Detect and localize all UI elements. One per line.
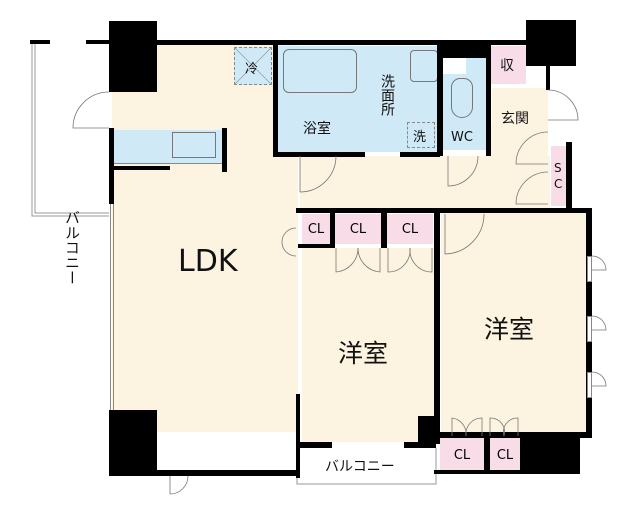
entrance-label: 玄関	[501, 111, 529, 127]
wall-closet-bottom	[298, 244, 334, 248]
wc-label: WC	[451, 130, 473, 145]
bath-room[interactable]	[276, 46, 364, 152]
counter-end	[222, 128, 227, 172]
wall-right-upper	[546, 60, 550, 90]
window-right-1	[587, 256, 592, 282]
wall-room1-bottom	[296, 442, 332, 448]
kitchen-sink	[172, 132, 216, 158]
shoe-closet[interactable]	[551, 146, 567, 206]
western-room-1-label: 洋室	[338, 339, 389, 368]
wall-hall-bottom	[296, 208, 590, 213]
wall-ldk-right-lower	[296, 394, 300, 478]
pillar-top-right	[526, 20, 576, 66]
western-room-1[interactable]	[302, 248, 434, 442]
toilet	[451, 78, 473, 118]
shoe-closet-label: SC	[554, 161, 563, 191]
wall-wc-left	[437, 44, 443, 156]
closet-5[interactable]: CL	[490, 438, 520, 472]
bath-label: 浴室	[303, 121, 331, 137]
entrance[interactable]	[492, 88, 548, 132]
closet-2[interactable]: CL	[335, 214, 381, 244]
balcony-south-label: バルコニー	[325, 459, 395, 475]
wall-wc-right	[486, 44, 491, 156]
wall-rooms-divider	[434, 208, 440, 444]
ldk-label: LDK	[178, 244, 238, 279]
wall-top	[157, 40, 527, 45]
wall-closet-divider1	[330, 212, 335, 248]
closet-4[interactable]: CL	[440, 438, 484, 472]
closet-3[interactable]: CL	[387, 214, 433, 244]
ldk-window-left	[110, 204, 114, 410]
pillar-room1	[418, 416, 436, 444]
ldk-room-bottom	[156, 232, 298, 432]
window-right-3	[587, 372, 592, 398]
wall-bath-left	[273, 44, 278, 156]
kitchen-counter[interactable]	[114, 130, 224, 164]
bathtub	[283, 49, 357, 93]
pillar-bottom-right	[520, 432, 580, 474]
wall-room2-bottom	[434, 432, 592, 438]
wall-sc-right	[566, 142, 572, 210]
washer-label: 洗	[413, 130, 427, 145]
washer-space	[407, 122, 435, 148]
counter-base	[114, 166, 170, 170]
pillar-bottom-left	[109, 410, 157, 476]
storage[interactable]	[490, 46, 526, 84]
washroom-label: 洗面所	[379, 74, 395, 116]
pillar-top-left	[109, 21, 157, 92]
western-room-2[interactable]	[441, 212, 587, 434]
wall-wc-top	[440, 44, 490, 58]
western-room-2-label: 洋室	[484, 315, 535, 344]
wall-right-entrance	[548, 60, 576, 66]
fridge-label: 冷	[245, 62, 259, 77]
hallway-entry	[490, 126, 548, 166]
ldk-room-lower	[112, 168, 298, 232]
wc-tank	[466, 56, 486, 76]
wall-wash-bottom	[400, 152, 440, 157]
storage-label: 収	[500, 58, 514, 74]
wall-closet-bottom2	[434, 470, 580, 474]
wall-left-ldk-upper	[109, 128, 114, 204]
ldk-room-side	[112, 232, 156, 414]
washroom[interactable]	[364, 46, 440, 152]
wall-closet-divider2	[381, 212, 387, 248]
wall-room1-bottom2	[404, 442, 436, 448]
balcony-west-label: バルコニー	[63, 210, 81, 285]
wall-top-left2	[86, 40, 112, 44]
closet-1[interactable]: CL	[302, 214, 330, 244]
wall-bath-bottom	[273, 152, 365, 157]
window-right-2	[587, 316, 592, 342]
wall-closet-mid	[484, 436, 490, 472]
wall-top-left	[30, 40, 50, 44]
wall-bottom-ldk	[155, 470, 300, 476]
